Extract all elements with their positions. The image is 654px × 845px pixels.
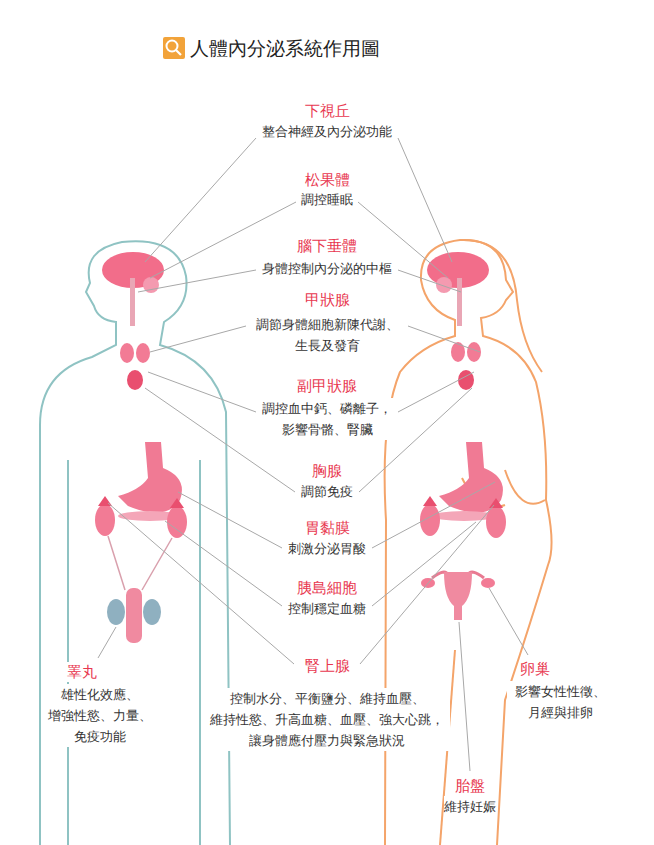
title-icon xyxy=(163,37,185,59)
male-figure xyxy=(40,241,230,845)
organ-function: 身體控制內分泌的中樞 xyxy=(262,258,392,279)
organ-name: 胰島細胞 xyxy=(297,578,357,598)
leader-lines xyxy=(98,138,528,771)
organ-name: 胎盤 xyxy=(455,776,485,796)
organ-function: 影響女性性徵、 月經與排卵 xyxy=(507,681,613,723)
organ-function: 調控血中鈣、磷離子， 影響骨骼、腎臟 xyxy=(257,398,397,440)
organ-function: 控制穩定血糖 xyxy=(288,598,366,619)
organ-name: 腎上腺 xyxy=(305,656,350,676)
organ-name: 甲狀腺 xyxy=(305,290,350,310)
organ-name: 胸腺 xyxy=(312,461,342,481)
organ-function: 調控睡眠 xyxy=(301,189,353,210)
organ-name: 下視丘 xyxy=(305,101,350,121)
organ-function: 控制水分、平衡鹽分、維持血壓、 維持性慾、升高血糖、血壓、強大心跳， 讓身體應付… xyxy=(204,688,450,751)
organ-function: 調節免疫 xyxy=(301,481,353,502)
female-organs xyxy=(420,252,506,620)
organ-name: 卵巢 xyxy=(520,659,550,679)
organ-name: 腦下垂體 xyxy=(297,236,357,256)
organ-function: 維持妊娠 xyxy=(444,796,496,817)
organ-name: 副甲狀腺 xyxy=(297,376,357,396)
organ-function: 整合神經及內分泌功能 xyxy=(262,121,392,142)
female-figure xyxy=(385,240,552,845)
organ-name: 胃黏膜 xyxy=(305,518,350,538)
organ-name: 松果體 xyxy=(305,170,350,190)
organ-name: 睪丸 xyxy=(67,662,97,682)
diagram-title: 人體內分泌系統作用圖 xyxy=(190,36,380,60)
organ-function: 刺激分泌胃酸 xyxy=(288,538,366,559)
organ-function: 調節身體細胞新陳代謝、 生長及發育 xyxy=(249,314,405,356)
organ-function: 雄性化效應、 增強性慾、力量、 免疫功能 xyxy=(43,684,157,747)
male-organs xyxy=(95,252,187,643)
